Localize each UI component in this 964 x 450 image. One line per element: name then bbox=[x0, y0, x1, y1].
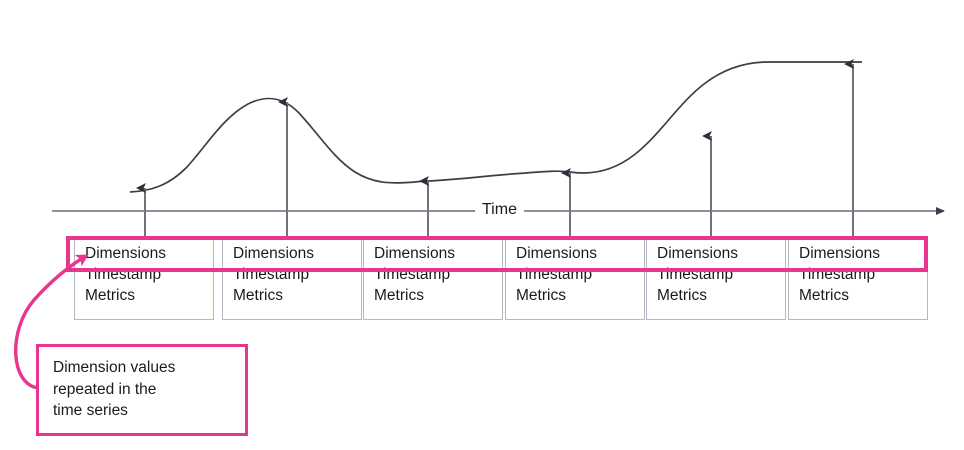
record-field-dimensions: Dimensions bbox=[516, 245, 597, 262]
record-field-metrics: Metrics bbox=[374, 287, 424, 304]
callout-line-3: time series bbox=[53, 402, 128, 419]
record-field-dimensions: Dimensions bbox=[233, 245, 314, 262]
record-box[interactable]: Dimensions Timestamp Metrics bbox=[222, 236, 362, 320]
record-field-metrics: Metrics bbox=[85, 287, 135, 304]
record-field-metrics: Metrics bbox=[516, 287, 566, 304]
record-field-dimensions: Dimensions bbox=[374, 245, 455, 262]
callout-connector-arrow bbox=[14, 254, 89, 390]
record-field-dimensions: Dimensions bbox=[85, 245, 166, 262]
record-box[interactable]: Dimensions Timestamp Metrics bbox=[74, 236, 214, 320]
record-field-dimensions: Dimensions bbox=[657, 245, 738, 262]
record-field-metrics: Metrics bbox=[233, 287, 283, 304]
callout-line-1: Dimension values bbox=[53, 359, 176, 376]
time-axis-label: Time bbox=[475, 201, 524, 219]
time-series-curve bbox=[129, 61, 862, 193]
callout-line-2: repeated in the bbox=[53, 380, 157, 398]
callout-box: Dimension values repeated in the time se… bbox=[36, 344, 248, 436]
record-field-metrics: Metrics bbox=[657, 287, 707, 304]
record-field-dimensions: Dimensions bbox=[799, 245, 880, 262]
record-field-metrics: Metrics bbox=[799, 287, 849, 304]
record-box[interactable]: Dimensions Timestamp Metrics bbox=[363, 236, 503, 320]
